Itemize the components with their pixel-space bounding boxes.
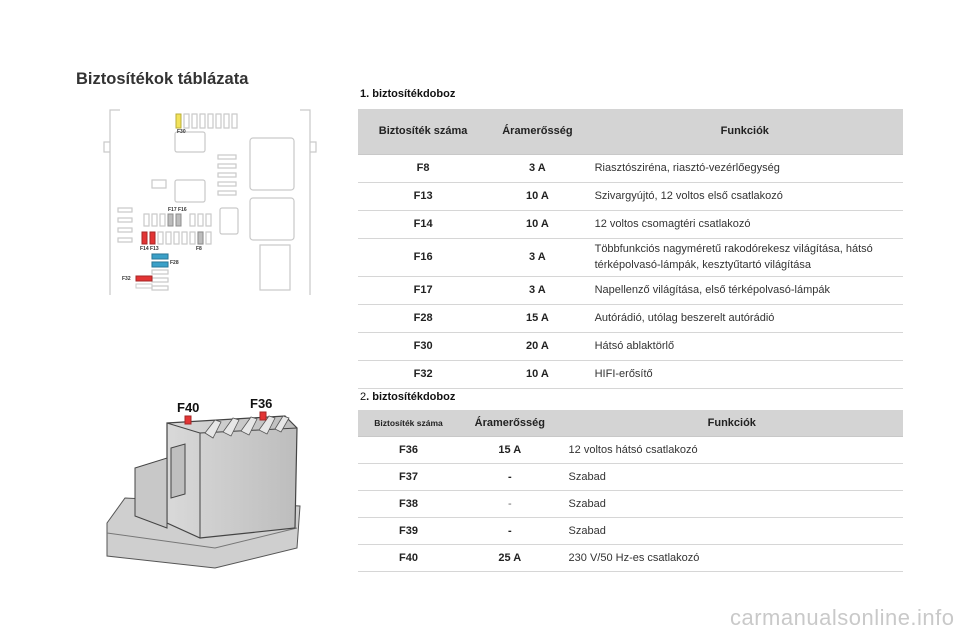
fuse-function: Napellenző világítása, első térképolvasó… <box>586 276 903 305</box>
fuse-number: F30 <box>358 332 489 361</box>
fuse-function: Szabad <box>560 517 903 545</box>
fusebox-2-diagram: F40 F36 <box>106 398 301 569</box>
table-row: F36 15 A 12 voltos hátsó csatlakozó <box>358 436 903 464</box>
label-f32: F32 <box>122 276 131 282</box>
fuse-number: F38 <box>358 490 460 518</box>
fusebox-1-heading: 1. biztosítékdoboz <box>360 88 456 100</box>
fuse-function: HIFI-erősítő <box>586 360 903 389</box>
table-row: F37 - Szabad <box>358 463 903 491</box>
fuse-function: Hátsó ablaktörlő <box>586 332 903 361</box>
label-f14: F14 <box>140 246 149 252</box>
fuse-function: Autórádió, utólag beszerelt autórádió <box>586 304 903 333</box>
fuse-number: F13 <box>358 182 489 211</box>
table-row: F28 15 A Autórádió, utólag beszerelt aut… <box>358 304 903 333</box>
label-f16: F16 <box>178 207 187 213</box>
table-row: F8 3 A Riasztósziréna, riasztó-vezérlőeg… <box>358 154 903 183</box>
header-functions: Funkciók <box>560 410 903 437</box>
fuse-number: F28 <box>358 304 489 333</box>
fuse-number: F40 <box>358 544 460 572</box>
watermark: carmanualsonline.info <box>730 605 955 630</box>
table-row: F14 10 A 12 voltos csomagtéri csatlakozó <box>358 210 903 239</box>
header-amperage: Áramerősség <box>459 410 561 437</box>
table-row: F40 25 A 230 V/50 Hz-es csatlakozó <box>358 544 903 572</box>
header-fuse-number: Biztosíték száma <box>358 410 460 437</box>
header-amperage: Áramerősség <box>488 109 587 155</box>
fuse-function: Szabad <box>560 490 903 518</box>
fuse-function: 230 V/50 Hz-es csatlakozó <box>560 544 903 572</box>
table-row: F30 20 A Hátsó ablaktörlő <box>358 332 903 361</box>
fuse-amperage: 15 A <box>459 436 561 464</box>
fusebox-2-table: Biztosíték száma Áramerősség Funkciók F3… <box>358 410 903 572</box>
fuse-number: F32 <box>358 360 489 389</box>
fuse-function: 12 voltos csomagtéri csatlakozó <box>586 210 903 239</box>
fusebox-1-diagram: F30 F17 F16 F14 F13 F8 F28 F32 <box>103 109 317 295</box>
fusebox-1-table: Biztosíték száma Áramerősség Funkciók F8… <box>358 109 903 389</box>
fusebox-2-heading-text: . biztosítékdoboz <box>366 391 456 403</box>
fuse-function: Riasztósziréna, riasztó-vezérlőegység <box>586 154 903 183</box>
fuse-function: Szabad <box>560 463 903 491</box>
fuse-amperage: 3 A <box>488 238 587 277</box>
fuse-amperage: 3 A <box>488 276 587 305</box>
fuse-number: F36 <box>358 436 460 464</box>
fusebox-2-heading: 2. biztosítékdoboz <box>360 391 455 403</box>
fuse-amperage: - <box>459 463 561 491</box>
fuse-amperage: 20 A <box>488 332 587 361</box>
fuse-number: F39 <box>358 517 460 545</box>
fuse-amperage: 10 A <box>488 360 587 389</box>
label-f36: F36 <box>250 398 272 411</box>
fuse-function: 12 voltos hátsó csatlakozó <box>560 436 903 464</box>
table-row: F13 10 A Szivargyújtó, 12 voltos első cs… <box>358 182 903 211</box>
fuse-amperage: 25 A <box>459 544 561 572</box>
fuse-number: F8 <box>358 154 489 183</box>
header-fuse-number: Biztosíték száma <box>358 109 489 155</box>
fuse-amperage: - <box>459 490 561 518</box>
table-row: F38 - Szabad <box>358 490 903 518</box>
fuse-amperage: - <box>459 517 561 545</box>
fuse-amperage: 10 A <box>488 182 587 211</box>
fuse-amperage: 3 A <box>488 154 587 183</box>
fuse-number: F17 <box>358 276 489 305</box>
table-row: F17 3 A Napellenző világítása, első térk… <box>358 276 903 305</box>
label-f28: F28 <box>170 260 179 266</box>
fusebox-2-heading-number: 2 <box>360 391 367 403</box>
fuse-function: Szivargyújtó, 12 voltos első csatlakozó <box>586 182 903 211</box>
fuse-function: Többfunkciós nagyméretű rakodórekesz vil… <box>586 238 903 277</box>
fuse-number: F14 <box>358 210 489 239</box>
label-f40: F40 <box>177 400 199 415</box>
table-row: F32 10 A HIFI-erősítő <box>358 360 903 389</box>
label-f8: F8 <box>196 246 202 252</box>
fuse-amperage: 15 A <box>488 304 587 333</box>
fuse-amperage: 10 A <box>488 210 587 239</box>
label-f17: F17 <box>168 207 177 213</box>
fuse-number: F37 <box>358 463 460 491</box>
fuse-number: F16 <box>358 238 489 277</box>
label-f13: F13 <box>150 246 159 252</box>
page-title: Biztosítékok táblázata <box>76 70 249 88</box>
header-functions: Funkciók <box>586 109 903 155</box>
table-row: F16 3 A Többfunkciós nagyméretű rakodóre… <box>358 238 903 277</box>
table-row: F39 - Szabad <box>358 517 903 545</box>
label-f30: F30 <box>177 129 186 135</box>
